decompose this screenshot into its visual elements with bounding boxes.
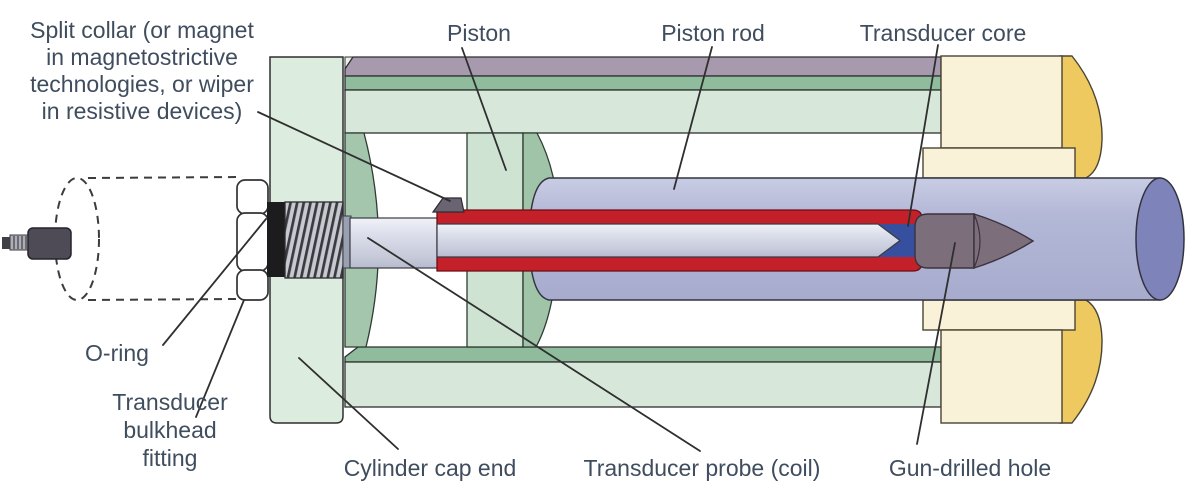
label-gun-drilled-hole: Gun-drilled hole	[889, 455, 1051, 481]
leader-line	[916, 242, 956, 445]
leader-line	[907, 44, 939, 227]
rod-end-face	[1135, 177, 1185, 301]
label-split-collar-line3: technologies, or wiper	[30, 71, 254, 97]
head-cream-top-step	[922, 147, 1076, 179]
rod-end-head	[922, 55, 1103, 424]
label-split-collar-line2: in magnetostrictive	[46, 44, 238, 70]
cable-connector	[2, 227, 72, 260]
ghost-bottom-line	[87, 298, 237, 301]
split-collar-shape	[431, 197, 465, 213]
barrel-bottom	[344, 346, 942, 408]
label-piston-rod: Piston rod	[661, 20, 765, 46]
leader-line	[298, 357, 399, 450]
barrel-top-outer	[344, 56, 942, 77]
barrel-bottom-mid	[344, 346, 942, 363]
barrel-top-inner	[344, 89, 942, 134]
transducer-core-shape	[914, 213, 1035, 269]
label-split-collar-line4: in resistive devices)	[42, 98, 243, 124]
leader-line	[367, 237, 701, 452]
label-cylinder-cap-end: Cylinder cap end	[344, 455, 517, 481]
ghost-transducer-outline	[54, 176, 241, 301]
head-cream-top	[940, 55, 1063, 149]
label-piston: Piston	[447, 20, 511, 46]
leader-line	[195, 299, 245, 418]
connector-body	[27, 227, 72, 260]
label-split-collar-line1: Split collar (or magnet	[30, 17, 254, 43]
transducer-probe-shape	[342, 215, 439, 269]
label-bulkhead-line3: fitting	[143, 445, 198, 471]
o-ring-shape	[267, 202, 286, 277]
leader-line	[673, 46, 713, 190]
leader-lines	[162, 44, 956, 452]
barrel-bottom-outer	[344, 361, 942, 408]
core-tip	[973, 213, 1035, 269]
head-cream-bottom-step	[922, 299, 1076, 331]
probe-bare-section	[349, 217, 439, 269]
label-transducer-core: Transducer core	[860, 20, 1027, 46]
labels: Split collar (or magnet in magnetostrict…	[30, 17, 1051, 481]
leader-line	[461, 47, 507, 171]
ghost-top-line	[87, 176, 241, 179]
hex-nut	[236, 179, 269, 301]
head-yellow-bottom	[1059, 299, 1103, 424]
head-cream-bottom	[940, 329, 1063, 424]
barrel-top	[344, 56, 942, 134]
label-o-ring: O-ring	[85, 340, 149, 366]
ghost-ellipse	[54, 177, 100, 301]
probe-inner-section	[436, 223, 901, 258]
bulkhead-threads	[284, 201, 344, 279]
hex-flat-top	[236, 179, 269, 215]
label-bulkhead-line1: Transducer	[112, 389, 228, 415]
connector-tip	[2, 237, 11, 249]
label-transducer-probe: Transducer probe (coil)	[584, 455, 821, 481]
leader-line	[162, 218, 267, 346]
core-end-arc	[973, 213, 981, 269]
hex-flat-bottom	[236, 269, 269, 301]
label-bulkhead-line2: bulkhead	[123, 417, 216, 443]
barrel-top-mid	[344, 75, 942, 91]
core-body	[914, 213, 975, 269]
leader-line	[257, 111, 451, 202]
